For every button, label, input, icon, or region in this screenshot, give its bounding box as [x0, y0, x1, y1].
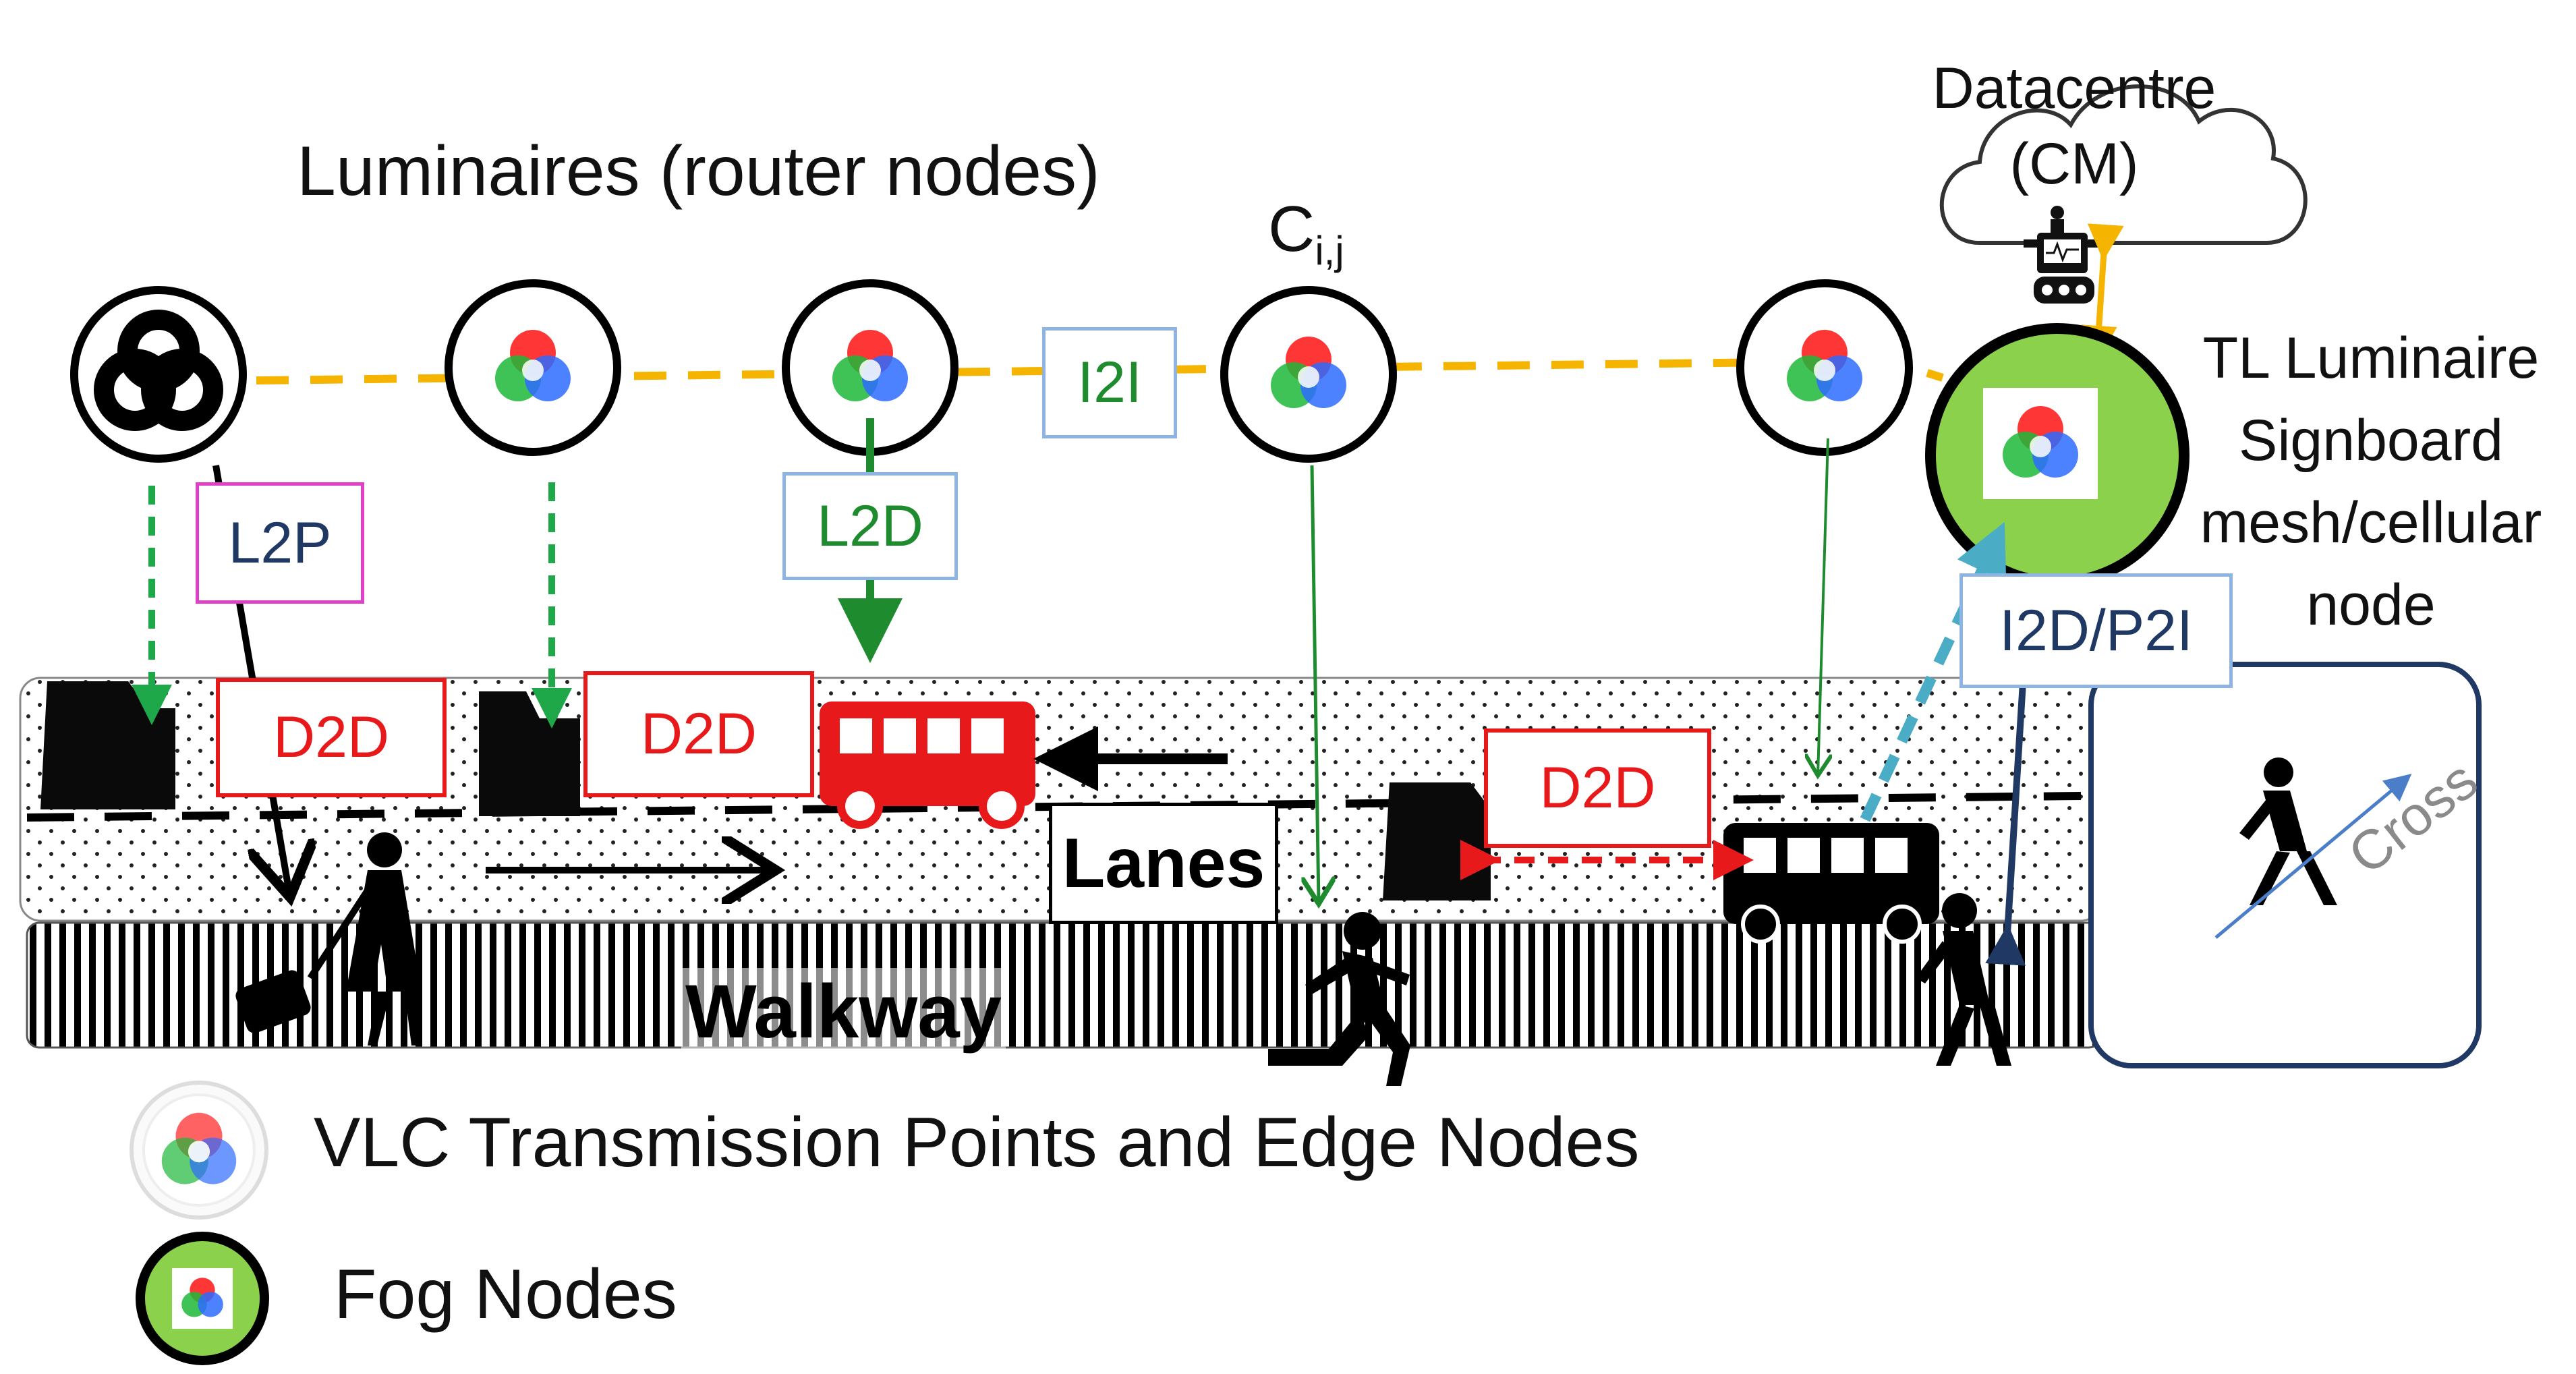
luminaire-node-cij	[1220, 286, 1397, 463]
red-bus-icon	[820, 702, 1035, 829]
cloud-uplink-arrow	[2080, 223, 2124, 362]
luminaire-node-2	[445, 279, 621, 456]
cell-label-subscript: i,j	[1315, 228, 1344, 274]
sign-arrow	[2214, 774, 2412, 939]
d2d-label-box-3: D2D	[1484, 728, 1711, 848]
tl-luminaire-label: TL Luminaire Signboard mesh/cellular nod…	[2179, 317, 2563, 646]
l2d-label-box: L2D	[782, 472, 958, 580]
i2d-cyan-link	[1860, 521, 2007, 822]
sign-pedestrian-icon	[2239, 757, 2337, 905]
tl-luminaire-line2: Signboard	[2238, 408, 2504, 473]
i2i-label-box: I2I	[1042, 327, 1177, 438]
tl-luminaire-line3: mesh/cellular	[2200, 490, 2542, 555]
d2d-label-box-1: D2D	[216, 678, 447, 797]
crossing-signboard: Cross	[2088, 662, 2489, 1068]
walkway-label: Walkway	[681, 968, 1006, 1055]
walking-person-icon	[1916, 893, 2011, 1066]
running-person-icon	[1268, 912, 1410, 1086]
l2p-label-box: L2P	[196, 482, 364, 604]
robot-icon	[2024, 206, 2101, 304]
tl-luminaire-line4: node	[2306, 573, 2436, 637]
d2d-label-box-2: D2D	[583, 671, 814, 797]
luminaire5-downlink-arrow	[1818, 438, 1828, 776]
cell-label: Ci,j	[1268, 192, 1344, 274]
legend-vlc-text: VLC Transmission Points and Edge Nodes	[314, 1104, 1640, 1182]
woman-with-luggage-icon	[235, 832, 422, 1046]
tl-luminaire-line1: TL Luminaire	[2202, 326, 2540, 391]
datacentre-label: Datacentre (CM)	[1922, 51, 2226, 202]
tl-luminaire-fog-node	[1925, 323, 2189, 588]
datacentre-line2: (CM)	[2009, 132, 2139, 196]
parked-car-silhouette	[1383, 782, 1491, 900]
luminaires-title: Luminaires (router nodes)	[297, 132, 1100, 210]
cij-downlink-arrow	[1312, 465, 1319, 904]
black-bus-icon	[1723, 823, 1939, 944]
legend-vlc-icon	[130, 1081, 268, 1220]
luminaire-node-1	[70, 286, 247, 463]
legend-fog-icon	[136, 1232, 269, 1365]
cell-label-base: C	[1268, 193, 1315, 265]
luminaire-node-5	[1736, 279, 1913, 456]
black-venn-icon	[94, 310, 223, 431]
datacentre-cloud	[1939, 84, 2308, 245]
datacentre-line1: Datacentre	[1932, 56, 2216, 121]
i2d-p2i-label-box: I2D/P2I	[1959, 573, 2233, 688]
lanes-label: Lanes	[1049, 803, 1278, 924]
legend-fog-text: Fog Nodes	[334, 1255, 677, 1334]
